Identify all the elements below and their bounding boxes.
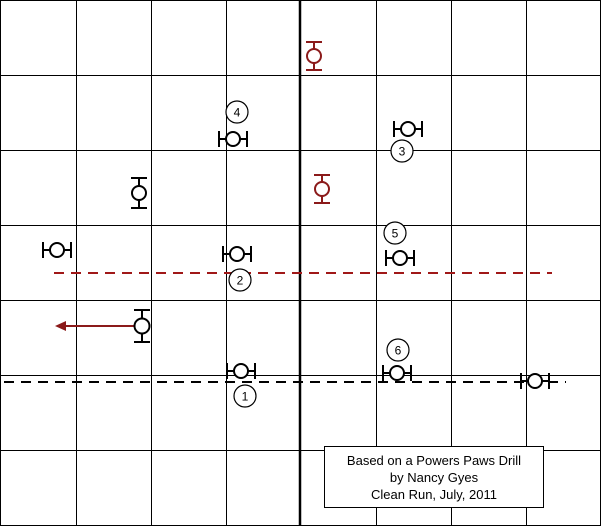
credit-line-3: Clean Run, July, 2011 <box>371 486 497 502</box>
jump-horizontal <box>222 246 252 262</box>
svg-text:6: 6 <box>395 344 402 358</box>
credit-box: Based on a Powers Paws Drill by Nancy Gy… <box>324 446 544 508</box>
svg-text:4: 4 <box>234 106 241 120</box>
svg-text:5: 5 <box>392 227 399 241</box>
jump-horizontal <box>218 131 248 147</box>
jump-horizontal <box>42 242 72 258</box>
jump-horizontal <box>393 121 423 137</box>
jump-number-2: 2 <box>228 268 252 292</box>
jump-number-1: 1 <box>233 384 257 408</box>
credit-line-2: by Nancy Gyes <box>389 469 479 485</box>
jump-vertical-highlight <box>306 41 322 71</box>
jump-number-5: 5 <box>383 221 407 245</box>
jump-horizontal <box>385 250 415 266</box>
svg-text:2: 2 <box>237 274 244 288</box>
jump-vertical <box>133 309 151 343</box>
jump-number-3: 3 <box>390 139 414 163</box>
svg-text:1: 1 <box>242 390 249 404</box>
jump-horizontal <box>382 365 412 381</box>
credit-line-1: Based on a Powers Paws Drill <box>346 452 522 468</box>
jump-vertical-highlight <box>314 174 330 204</box>
jump-horizontal <box>226 363 256 379</box>
jump-horizontal <box>520 373 550 389</box>
jump-number-6: 6 <box>386 338 410 362</box>
jump-number-4: 4 <box>225 100 249 124</box>
svg-text:3: 3 <box>399 145 406 159</box>
direction-arrow <box>55 321 136 331</box>
jump-vertical <box>131 177 147 209</box>
